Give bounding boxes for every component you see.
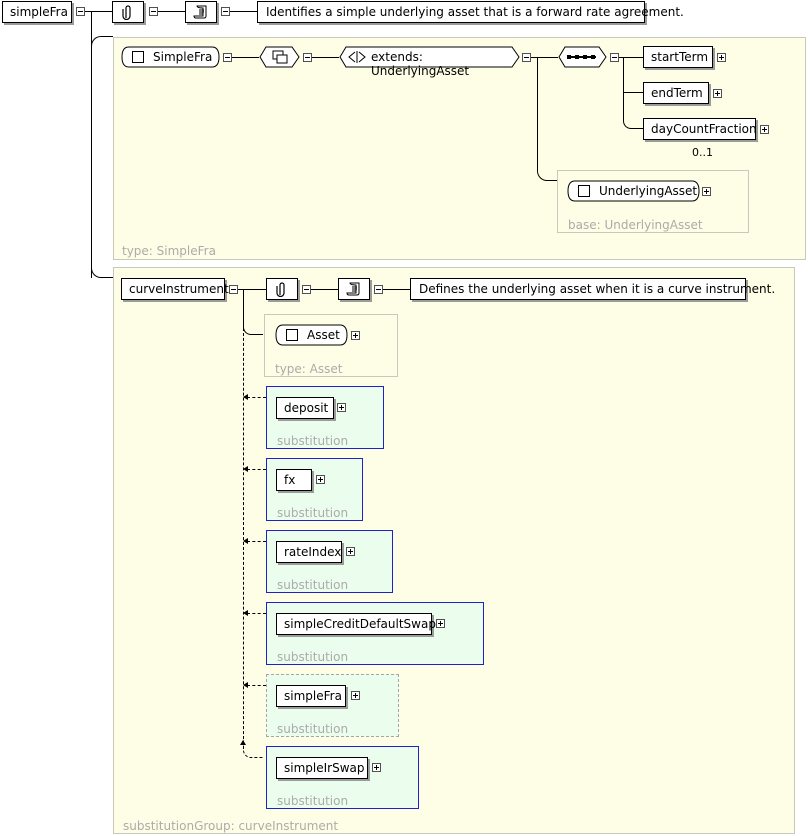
collapse-toggle[interactable] xyxy=(149,7,158,16)
annotation-icon xyxy=(112,1,144,23)
collapse-toggle[interactable] xyxy=(522,53,531,62)
collapse-toggle[interactable] xyxy=(610,53,619,62)
checkbox-icon xyxy=(578,185,590,197)
collapse-toggle[interactable] xyxy=(303,53,312,62)
arrow-head-icon xyxy=(243,538,248,544)
type-label: type: SimpleFra xyxy=(122,244,216,258)
arrow-head-icon xyxy=(240,740,246,745)
element-simpleIrSwap[interactable]: simpleIrSwap xyxy=(276,757,368,779)
collapse-toggle[interactable] xyxy=(374,285,383,294)
element-deposit[interactable]: deposit xyxy=(276,397,334,419)
collapse-toggle[interactable] xyxy=(223,53,232,62)
checkbox-icon xyxy=(132,51,144,63)
expand-toggle[interactable] xyxy=(316,475,325,484)
expand-toggle[interactable] xyxy=(337,403,346,412)
complex-type-underlyingasset[interactable]: UnderlyingAsset xyxy=(567,180,700,202)
occurrence-label: 0..1 xyxy=(692,146,713,159)
expand-toggle[interactable] xyxy=(436,619,445,628)
documentation-text: Defines the underlying asset when it is … xyxy=(410,278,775,300)
expand-toggle[interactable] xyxy=(760,125,769,134)
expand-toggle[interactable] xyxy=(702,187,711,196)
arrow-head-icon xyxy=(243,394,248,400)
arrow-head-icon xyxy=(243,610,248,616)
element-endTerm[interactable]: endTerm xyxy=(643,82,709,104)
expand-toggle[interactable] xyxy=(372,763,381,772)
element-fx[interactable]: fx xyxy=(276,469,312,491)
sequence-compositor-icon xyxy=(558,46,607,68)
checkbox-icon xyxy=(286,329,298,341)
element-rateIndex[interactable]: rateIndex xyxy=(276,541,342,563)
collapse-toggle[interactable] xyxy=(302,285,311,294)
root-element-simpleFra[interactable]: simpleFra xyxy=(2,1,72,23)
arrow-head-icon xyxy=(243,682,248,688)
element-startTerm[interactable]: startTerm xyxy=(643,46,713,68)
documentation-icon xyxy=(185,1,217,23)
arrow-head-icon xyxy=(243,466,248,472)
curve-instrument-panel: substitutionGroup: curveInstrument xyxy=(113,267,795,834)
simplefra-type-panel: type: SimpleFra xyxy=(113,37,806,260)
expand-toggle[interactable] xyxy=(351,331,360,340)
expand-toggle[interactable] xyxy=(717,53,726,62)
element-dayCountFraction[interactable]: dayCountFraction xyxy=(643,118,757,140)
element-curveInstrument[interactable]: curveInstrument xyxy=(121,278,229,300)
element-simpleFra[interactable]: simpleFra xyxy=(276,685,346,707)
annotation-icon xyxy=(266,278,298,300)
collapse-toggle[interactable] xyxy=(221,7,230,16)
collapse-toggle[interactable] xyxy=(229,285,238,294)
expand-toggle[interactable] xyxy=(346,547,355,556)
all-compositor-icon xyxy=(259,46,300,68)
documentation-icon xyxy=(338,278,370,300)
complex-type-simplefra[interactable]: SimpleFra xyxy=(121,46,220,68)
collapse-toggle[interactable] xyxy=(76,7,85,16)
extends-underlying-asset[interactable]: extends: UnderlyingAsset xyxy=(339,46,520,78)
complex-type-asset[interactable]: Asset xyxy=(275,324,348,346)
expand-toggle[interactable] xyxy=(713,89,722,98)
expand-toggle[interactable] xyxy=(351,691,360,700)
documentation-text: Identifies a simple underlying asset tha… xyxy=(257,1,684,23)
element-simpleCreditDefaultSwap[interactable]: simpleCreditDefaultSwap xyxy=(276,613,436,635)
